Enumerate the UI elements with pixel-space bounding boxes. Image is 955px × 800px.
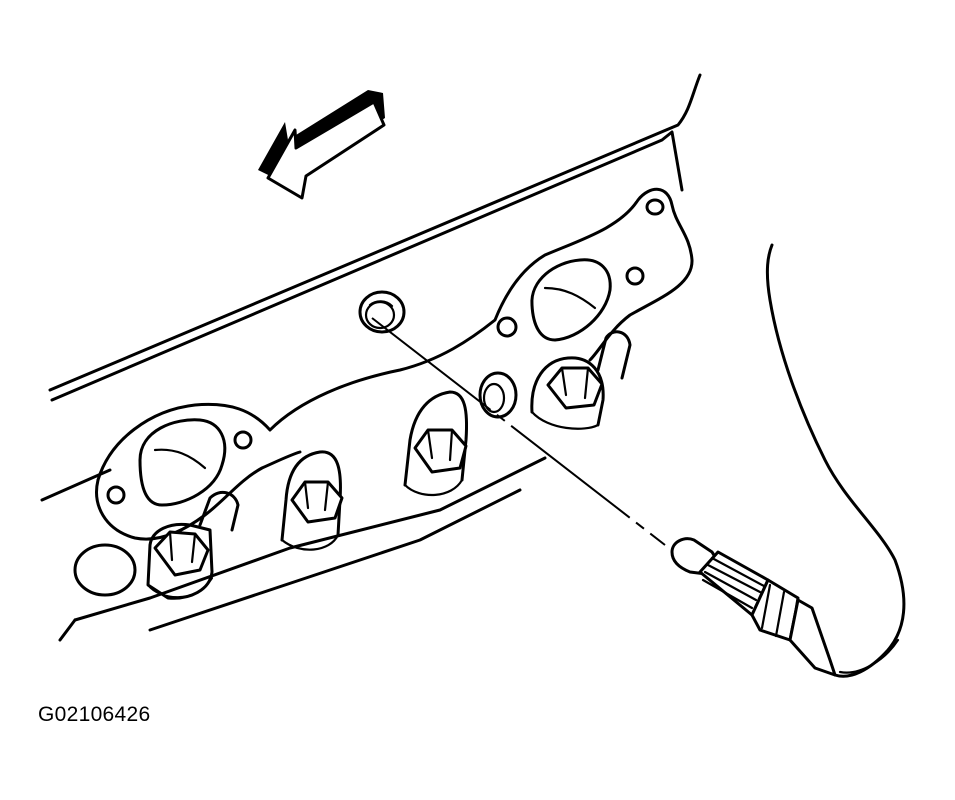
manifold-bolt-1 xyxy=(146,490,240,600)
oxygen-sensor xyxy=(670,243,906,678)
cylinder-head-outline xyxy=(40,73,702,642)
manifold-bolt-2 xyxy=(280,450,344,551)
exhaust-port-front xyxy=(138,418,227,507)
direction-arrow xyxy=(258,90,386,200)
manifold-flange xyxy=(95,187,694,541)
spark-plug-boss xyxy=(478,371,518,419)
sensor-hole xyxy=(358,290,406,334)
manifold-bolt-4 xyxy=(530,330,632,430)
manifold-bolt-3 xyxy=(403,390,469,497)
figure-code: G02106426 xyxy=(38,703,151,726)
exhaust-port-rear xyxy=(530,258,612,342)
installation-guide-line xyxy=(371,317,666,546)
intake-port-lower xyxy=(73,543,137,597)
